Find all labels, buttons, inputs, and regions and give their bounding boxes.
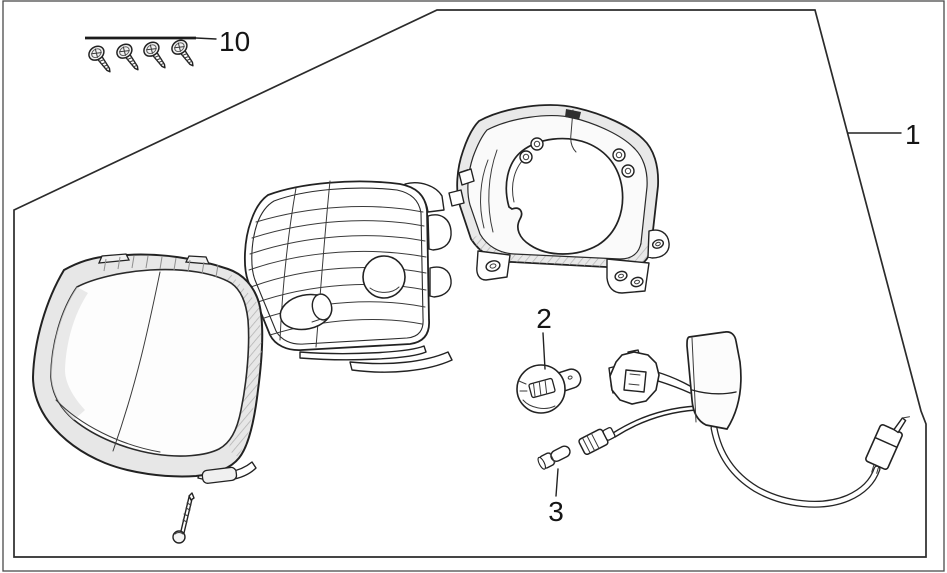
bracket-screw-heads [519, 137, 635, 178]
adjust-screw-tip [188, 492, 195, 501]
housing-vertical-contours [279, 180, 331, 348]
housing-right-tab-lower [429, 266, 452, 298]
harness-cable-core [711, 425, 880, 507]
lens-side-band-hatch [224, 272, 262, 457]
screw-icon [168, 36, 201, 72]
housing-hole-contour [369, 286, 400, 293]
screw-icon [85, 42, 118, 78]
bracket-top-clip [565, 109, 581, 120]
headlight-housing [244, 180, 453, 373]
lens-top-tab-small [184, 255, 211, 265]
harness-cable-outline [710, 424, 881, 508]
harness-end-connector [865, 416, 911, 474]
bracket-left-tab-upper [458, 168, 475, 186]
bracket-left-foot [476, 250, 511, 281]
adjust-screw-head [172, 530, 186, 544]
housing-bulb-hole [362, 255, 406, 299]
adjust-screw-head-detail [174, 532, 184, 535]
screw-icon [113, 40, 146, 76]
adjust-screw [172, 492, 195, 544]
adjust-screw-threads [182, 502, 192, 523]
lens-rim-tick-marks [103, 255, 219, 278]
bracket-left-tab-lower [448, 189, 465, 207]
position-bulb-part [537, 445, 571, 470]
headlight-lens [31, 253, 264, 484]
screw-set-part: 10 [85, 26, 250, 78]
housing-bottom-lip [299, 345, 427, 361]
housing-inner-rim [251, 187, 424, 345]
housing-contour-lines [248, 206, 427, 336]
housing-right-tab-upper [427, 214, 452, 251]
bulb-flange-contour [522, 399, 556, 409]
harness-plug-wires [612, 405, 697, 438]
mounting-bracket [448, 104, 670, 294]
headlight-bulb-part [516, 364, 582, 414]
housing-chin-strip [349, 351, 453, 373]
bracket-right-foot [606, 258, 650, 294]
callout-position-bulb: 3 [548, 468, 564, 527]
bulb-flange-ticks [518, 380, 528, 392]
harness-socket-wires [654, 371, 691, 394]
lens-center-crease [112, 271, 161, 452]
bracket-rim-hatch [471, 234, 651, 268]
assembly-boundary-outline [13, 9, 927, 558]
callout-1-label: 1 [905, 119, 921, 150]
housing-socket-boss [279, 293, 333, 331]
callout-3-leader-line [555, 468, 559, 497]
bracket-right-tab [647, 229, 670, 259]
callout-10-leader-line [195, 37, 217, 40]
lens-bottom-tab [201, 466, 238, 484]
callout-headlight-bulb: 2 [536, 303, 552, 370]
bracket-face-contours [480, 149, 498, 233]
callout-10-label: 10 [219, 26, 250, 57]
callout-2-label: 2 [536, 303, 552, 334]
harness-rubber-boot [686, 331, 742, 430]
callout-2-leader-line [542, 332, 546, 370]
lens-face-shading [51, 287, 88, 420]
wiring-harness [578, 331, 911, 508]
harness-inline-plug [578, 426, 616, 456]
screw-icon [140, 38, 173, 74]
bracket-seam-line [570, 109, 577, 153]
bulb-base [528, 377, 556, 399]
callout-3-label: 3 [548, 496, 564, 527]
bracket-headlamp-opening [505, 137, 624, 255]
harness-bulb-socket [608, 349, 660, 405]
callout-assembly: 1 [847, 119, 921, 150]
lens-bottom-inner-edge [55, 399, 161, 453]
